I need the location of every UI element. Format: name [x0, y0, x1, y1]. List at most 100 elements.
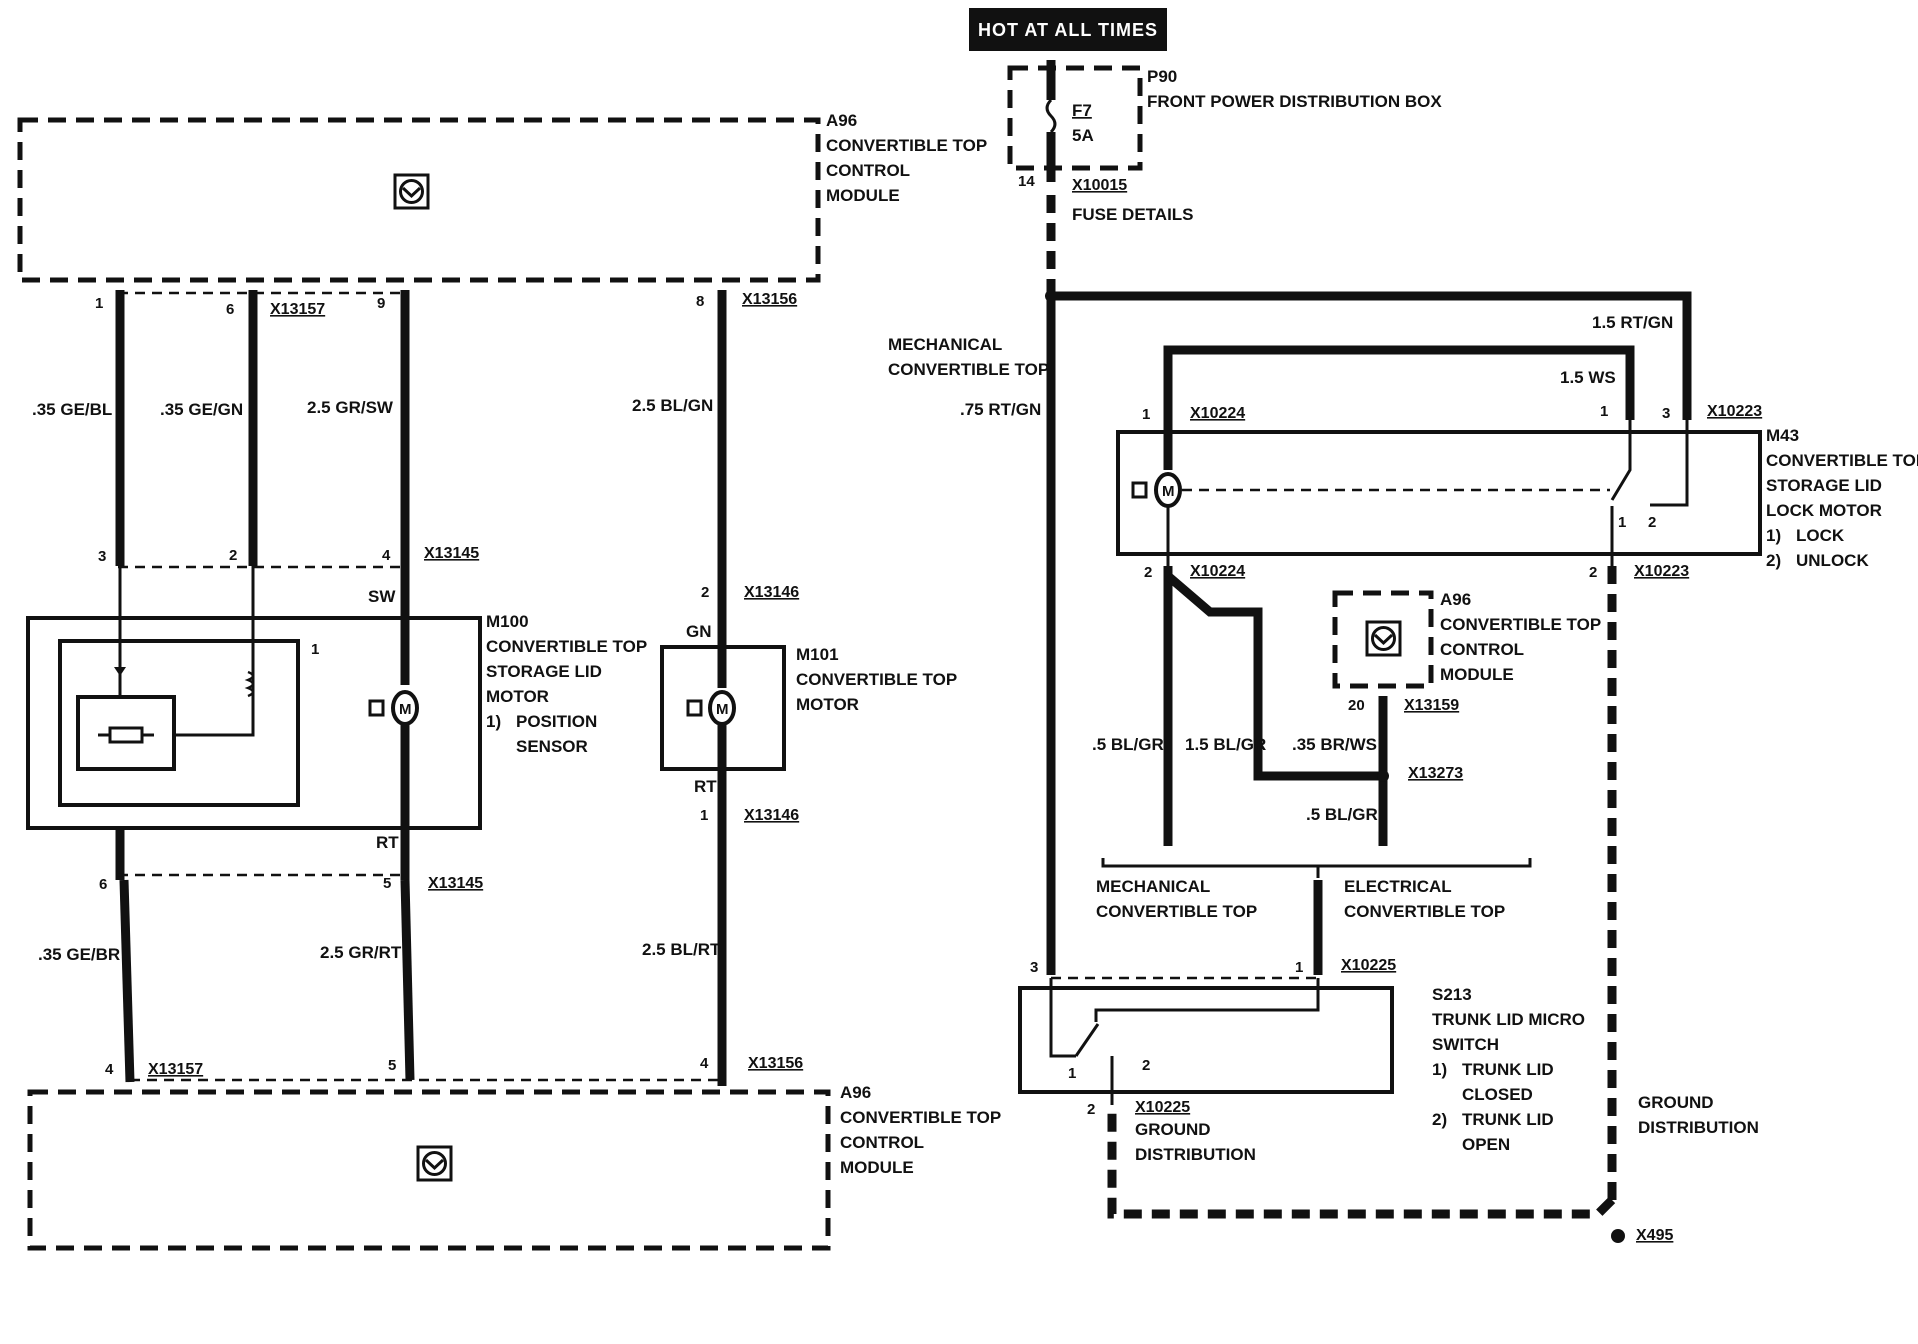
s213-box [1018, 986, 1394, 1094]
wire-label-w8: .75 RT/GN [960, 400, 1041, 419]
m43-l1: CONVERTIBLE TOP [1766, 451, 1918, 470]
a96-right-box [1332, 590, 1434, 689]
pin-4-bottom-2: 4 [700, 1055, 709, 1072]
conn-x13273: X13273 [1408, 765, 1463, 782]
m100-sensor-element [76, 695, 176, 771]
a96-bottom-box [27, 1089, 831, 1251]
m100-sensor-box [58, 639, 300, 807]
svg-text:M: M [1162, 483, 1175, 500]
m43-pin-2: 2 [1144, 564, 1152, 581]
fuse-symbol [1045, 98, 1057, 134]
m100-l2: STORAGE LID [486, 662, 602, 681]
m100-pin-1: 1 [311, 641, 319, 658]
mech-bottom-2: CONVERTIBLE TOP [1096, 902, 1257, 921]
s213-l4: TRUNK LID [1462, 1060, 1554, 1079]
fuse-details: FUSE DETAILS [1072, 205, 1194, 224]
wire-label-w11: .5 BL/GR [1092, 735, 1164, 754]
s213-l7: TRUNK LID [1462, 1110, 1554, 1129]
conn-x10223-upper: X10223 [1707, 403, 1762, 420]
gnd-right-1: GROUND [1638, 1093, 1714, 1112]
a96-right-pin-20: 20 [1348, 697, 1365, 714]
m43-pin-1: 1 [1142, 406, 1150, 423]
elec-bottom-2: CONVERTIBLE TOP [1344, 902, 1505, 921]
gnd-right-2: DISTRIBUTION [1638, 1118, 1759, 1137]
conn-x10223-lower: X10223 [1634, 563, 1689, 580]
conn-x13156-top: X13156 [742, 291, 797, 308]
s213-l5: CLOSED [1462, 1085, 1533, 1104]
conn-x10225-upper: X10225 [1341, 957, 1396, 974]
conn-x495: X495 [1636, 1227, 1673, 1244]
a96-top-l2: CONTROL [826, 161, 910, 180]
a96-top-l1: CONVERTIBLE TOP [826, 136, 987, 155]
pin-2-x13146: 2 [701, 584, 709, 601]
elec-bottom-1: ELECTRICAL [1344, 877, 1452, 896]
a96-right-l3: MODULE [1440, 665, 1514, 684]
wire-label-w7: 2.5 BL/RT [642, 940, 721, 959]
wire-label-w5: .35 GE/BR [38, 945, 120, 964]
pin-9-top: 9 [377, 295, 385, 312]
wire-tag-sw: SW [368, 587, 396, 606]
m43-sw-1: 1 [1618, 514, 1626, 531]
conn-x13146-lower: X13146 [744, 807, 799, 824]
wire-tag-rt2: RT [694, 777, 717, 796]
m101-id: M101 [796, 645, 839, 664]
hot-label: HOT AT ALL TIMES [978, 20, 1158, 40]
m100-l1: CONVERTIBLE TOP [486, 637, 647, 656]
s213-l1: TRUNK LID MICRO [1432, 1010, 1585, 1029]
m100-l4: 1) [486, 712, 501, 731]
wire-label-w14: .5 BL/GR [1306, 805, 1378, 824]
pin-1-top: 1 [95, 295, 103, 312]
m43-id: M43 [1766, 426, 1799, 445]
pin-8-top: 8 [696, 293, 704, 310]
a96-top-id: A96 [826, 111, 857, 130]
s213-l8: OPEN [1462, 1135, 1510, 1154]
gnd-left-1: GROUND [1135, 1120, 1211, 1139]
conn-x13157-bottom: X13157 [148, 1061, 203, 1078]
m100-l6: SENSOR [516, 737, 588, 756]
conn-x10224-upper: X10224 [1190, 405, 1245, 422]
fuse-rating: 5A [1072, 126, 1094, 145]
a96-bottom-l2: CONTROL [840, 1133, 924, 1152]
wire-label-w1: .35 GE/BL [32, 400, 112, 419]
m100-sensor-symbol [108, 726, 144, 744]
wire-label-w6: 2.5 GR/RT [320, 943, 402, 962]
pin-1-x13146: 1 [700, 807, 708, 824]
m43-pin-3: 3 [1662, 405, 1670, 422]
wire-label-w10: 1.5 WS [1560, 368, 1616, 387]
conn-x13145-upper: X13145 [424, 545, 479, 562]
wire-label-w12: 1.5 BL/GR [1185, 735, 1266, 754]
a96-top-box [17, 117, 821, 283]
pin-3-x13145: 3 [98, 548, 106, 565]
pin-5-lower: 5 [383, 875, 391, 892]
m43-sw-2: 2 [1648, 514, 1656, 531]
a96-bottom-l1: CONVERTIBLE TOP [840, 1108, 1001, 1127]
m43-l7: UNLOCK [1796, 551, 1869, 570]
s213-pin-1: 1 [1295, 959, 1303, 976]
m100-id: M100 [486, 612, 529, 631]
conn-x13146-upper: X13146 [744, 584, 799, 601]
conn-x13156-bottom: X13156 [748, 1055, 803, 1072]
m101-l2: MOTOR [796, 695, 859, 714]
s213-sw-1: 1 [1068, 1065, 1076, 1082]
s213-l3: 1) [1432, 1060, 1447, 1079]
a96-top-l3: MODULE [826, 186, 900, 205]
a96-right-id: A96 [1440, 590, 1471, 609]
pin-6-top: 6 [226, 301, 234, 318]
pin-4-x13145: 4 [382, 547, 391, 564]
mech-bottom-1: MECHANICAL [1096, 877, 1210, 896]
wire-tag-gn: GN [686, 622, 712, 641]
gnd-left-2: DISTRIBUTION [1135, 1145, 1256, 1164]
s213-pin-2: 2 [1087, 1101, 1095, 1118]
fuse-box-outline [1007, 65, 1143, 171]
m43-l2: STORAGE LID [1766, 476, 1882, 495]
m101-l1: CONVERTIBLE TOP [796, 670, 957, 689]
pin-6-lower: 6 [99, 876, 107, 893]
m100-l3: MOTOR [486, 687, 549, 706]
wire-label-w9: 1.5 RT/GN [1592, 313, 1673, 332]
conn-x13159: X13159 [1404, 697, 1459, 714]
fuse-id: F7 [1072, 101, 1092, 120]
a96-bottom-l3: MODULE [840, 1158, 914, 1177]
mech-top-note-1: MECHANICAL [888, 335, 1002, 354]
a96-right-l1: CONVERTIBLE TOP [1440, 615, 1601, 634]
fuse-box-name-text: FRONT POWER DISTRIBUTION BOX [1147, 92, 1442, 111]
